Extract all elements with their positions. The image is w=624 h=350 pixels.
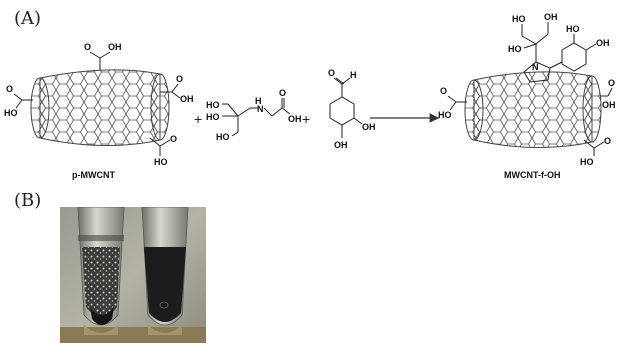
product-ho-1: HO	[512, 14, 526, 24]
product-ho-2: HO	[508, 44, 522, 54]
reactant1-name: p-MWCNT	[72, 170, 115, 180]
reagent-tricine: HO HO HO H N O OH	[206, 88, 302, 142]
aldehyde-oh-1: OH	[362, 122, 376, 132]
aldehyde-oh-2: OH	[334, 140, 348, 150]
tricine-ho-2: HO	[206, 112, 220, 122]
product-ho-3: HO	[566, 24, 580, 34]
product-cooh-left-ho: HO	[438, 110, 452, 120]
cooh-top-o: O	[84, 42, 91, 52]
product-cooh-right-o: O	[608, 78, 615, 88]
cooh-top-oh: OH	[108, 42, 122, 52]
plus-1: +	[194, 111, 202, 127]
product-cooh-left-o: O	[440, 86, 447, 96]
p-mwcnt-structure: O OH O OH O HO O HO	[4, 42, 194, 167]
cooh-right-o: O	[176, 74, 183, 84]
tricine-h: H	[255, 96, 262, 106]
panel-label-b: (B)	[14, 190, 42, 211]
vials-photo	[60, 206, 206, 343]
product-cooh-bottom-o: O	[604, 136, 611, 146]
product-name: MWCNT-f-OH	[504, 170, 560, 180]
cooh-bottom-ho: HO	[154, 157, 168, 167]
product-oh-2: OH	[596, 38, 610, 48]
cooh-right-oh: OH	[180, 94, 194, 104]
tricine-ho-3: HO	[216, 132, 230, 142]
tricine-o: O	[279, 88, 286, 98]
aldehyde-o: O	[328, 68, 335, 78]
reagent-aldehyde: O H OH OH	[328, 68, 376, 150]
product-cooh-bottom-ho: HO	[580, 157, 594, 167]
plus-2: +	[302, 111, 310, 127]
tricine-oh: OH	[288, 114, 302, 124]
aldehyde-h: H	[350, 70, 357, 80]
reaction-scheme: O OH O OH O HO O HO p-MWCNT + +	[4, 12, 616, 180]
product-n: N	[532, 62, 539, 72]
mwcnt-f-oh-structure: N HO OH HO HO OH O HO O OH O HO	[438, 12, 616, 167]
tricine-n: N	[257, 104, 264, 114]
tricine-ho-1: HO	[206, 100, 220, 110]
cooh-left-o: O	[6, 84, 13, 94]
cooh-bottom-o: O	[170, 134, 177, 144]
product-oh-1: OH	[544, 12, 558, 22]
cooh-left-ho: HO	[4, 108, 18, 118]
product-cooh-right-oh: OH	[602, 100, 616, 110]
panel-label-a: (A)	[14, 8, 42, 29]
